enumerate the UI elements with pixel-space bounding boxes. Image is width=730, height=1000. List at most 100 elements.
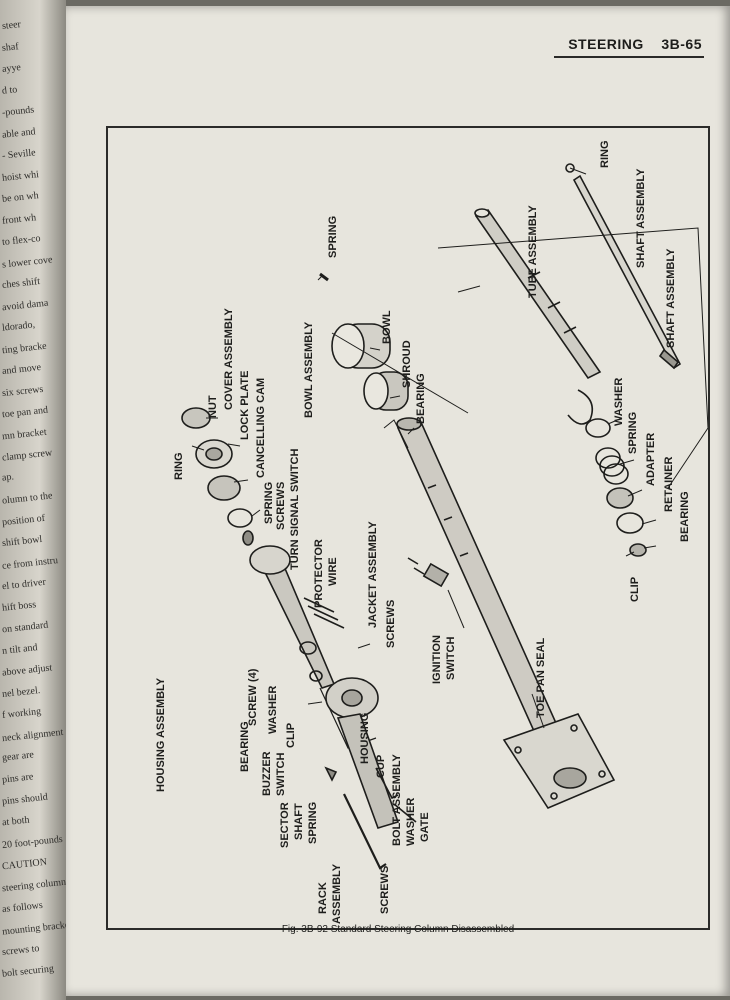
facing-page-text: -pounds: [1, 104, 35, 119]
label-adapter: ADAPTER: [645, 433, 657, 486]
facing-page-text: shaf: [1, 40, 20, 54]
ignition-switch-drawing: [407, 557, 450, 588]
shaft-assembly-drawing: [565, 163, 682, 370]
figure-caption: Fig. 3B-92 Standard Steering Column Disa…: [281, 924, 515, 935]
facing-page-text: - Seville: [1, 147, 37, 162]
label-shaft-assembly-top: SHAFT ASSEMBLY: [635, 168, 647, 268]
facing-page-text: on standard: [1, 619, 49, 636]
page-number: 3B-65: [661, 36, 702, 52]
label-bolt-assembly: BOLT ASSEMBLY: [391, 753, 403, 846]
facing-page-text: pins are: [1, 770, 34, 786]
facing-page-text: front wh: [1, 211, 37, 227]
facing-page-text: n tilt and: [1, 641, 39, 657]
steering-column-diagram: NUT COVER ASSEMBLY LOCK PLATE CANCELLING…: [155, 141, 708, 924]
label-bowl: BOWL: [381, 310, 393, 344]
figure-frame: NUT COVER ASSEMBLY LOCK PLATE CANCELLING…: [106, 126, 710, 930]
label-rack: RACK: [317, 882, 329, 914]
facing-page-text: ches shift: [1, 276, 41, 291]
facing-page-text: be on wh: [1, 190, 40, 205]
label-lock-plate: LOCK PLATE: [239, 371, 251, 440]
facing-page-text: shift bowl: [1, 533, 43, 550]
label-washer-left: WASHER: [267, 686, 279, 734]
label-ignition: IGNITION: [431, 635, 443, 684]
facing-page-text: as follows: [1, 899, 44, 915]
label-washer-right: WASHER: [613, 378, 625, 426]
label-bearing-mid: BEARING: [415, 373, 427, 424]
label-screw-4: SCREW (4): [247, 668, 259, 726]
label-shaft: SHAFT: [293, 803, 305, 840]
facing-page-text: mn bracket: [1, 426, 48, 442]
label-clip-left: CLIP: [285, 723, 297, 748]
facing-page-text: six screws: [1, 383, 44, 399]
spring-adapter-stack: [585, 418, 647, 557]
label-jacket-assembly: JACKET ASSEMBLY: [367, 521, 379, 628]
label-spring-right: SPRING: [627, 412, 639, 454]
label-retainer: RETAINER: [663, 457, 675, 512]
facing-page-text: nel bezel.: [1, 684, 41, 700]
facing-page-text: toe pan and: [1, 404, 49, 421]
facing-page-text: hift boss: [1, 598, 37, 614]
label-housing: HOUSING: [359, 713, 371, 764]
manual-page: STEERING 3B-65: [66, 6, 730, 996]
facing-page-text: f working: [1, 705, 42, 722]
label-toe-pan-seal: TOE PAN SEAL: [535, 637, 547, 718]
facing-page-text: ldorado,: [1, 319, 36, 334]
label-rack-assembly: ASSEMBLY: [331, 863, 343, 924]
facing-page-text: steering column: [1, 876, 66, 895]
facing-page-text: olumn to the: [1, 490, 53, 507]
label-shroud: SHROUD: [401, 340, 413, 388]
bowl-assembly-drawing: [319, 272, 469, 414]
label-screws-top: SCREWS: [275, 482, 287, 530]
facing-page-text: steer: [1, 19, 22, 32]
facing-page-text: 20 foot-pounds: [1, 833, 64, 852]
facing-page-text: position of: [1, 512, 46, 528]
facing-page-text: and move: [1, 361, 42, 378]
cover-lock-stack: [181, 407, 254, 546]
label-switch: SWITCH: [275, 753, 287, 796]
label-shaft-assembly: SHAFT ASSEMBLY: [665, 248, 677, 348]
label-washer-bottom: WASHER: [405, 798, 417, 846]
facing-page-text: s lower cove: [1, 253, 53, 271]
label-cancelling-cam: CANCELLING CAM: [255, 378, 267, 478]
facing-page-text: gear are: [1, 749, 35, 764]
facing-page-text: at both: [1, 814, 30, 828]
facing-page-text: above adjust: [1, 662, 53, 679]
jacket-assembly-drawing: [383, 417, 562, 742]
label-ring-right: RING: [599, 141, 611, 169]
label-bearing-right: BEARING: [679, 491, 691, 542]
facing-page-text: d to: [1, 83, 18, 97]
rack-sector-parts: [324, 766, 417, 870]
page-header: STEERING 3B-65: [568, 36, 702, 52]
label-bearing-left: BEARING: [239, 721, 251, 772]
facing-page-text: hoist whi: [1, 168, 40, 184]
label-screws-bottom: SCREWS: [379, 866, 391, 914]
toe-pan-seal-drawing: [502, 713, 616, 809]
section-title: STEERING: [568, 36, 644, 52]
facing-page-text: to flex-co: [1, 233, 42, 248]
label-bowl-assembly: BOWL ASSEMBLY: [303, 321, 315, 418]
label-ring-left: RING: [173, 453, 185, 481]
label-spring-bottom: SPRING: [307, 802, 319, 844]
facing-page-text: pins should: [1, 791, 49, 808]
facing-page-text: bolt securing: [1, 963, 55, 980]
label-spring-left: SPRING: [263, 482, 275, 524]
turn-signal-housing-drawing: [249, 545, 377, 749]
facing-page-text: ap.: [1, 470, 15, 484]
label-housing-assembly: HOUSING ASSEMBLY: [155, 677, 167, 792]
facing-page-text: ting bracke: [1, 340, 48, 356]
label-gate: GATE: [419, 812, 431, 842]
label-sector: SECTOR: [279, 802, 291, 848]
label-buzzer: BUZZER: [261, 751, 273, 796]
label-screws-ignition: SCREWS: [385, 600, 397, 648]
label-tube-assembly: TUBE ASSEMBLY: [527, 205, 539, 298]
facing-page-text: avoid dama: [1, 297, 49, 313]
housing-assembly-drawing: [299, 641, 400, 829]
facing-page-text: ce from instru: [1, 554, 59, 572]
facing-page-text: el to driver: [1, 576, 47, 593]
facing-page-text: clamp screw: [1, 447, 53, 464]
facing-page-text: screws to: [1, 942, 40, 958]
leader-lines: [191, 167, 657, 729]
facing-page-text: mounting bracket: [1, 919, 66, 938]
label-cup: CUP: [375, 755, 387, 778]
